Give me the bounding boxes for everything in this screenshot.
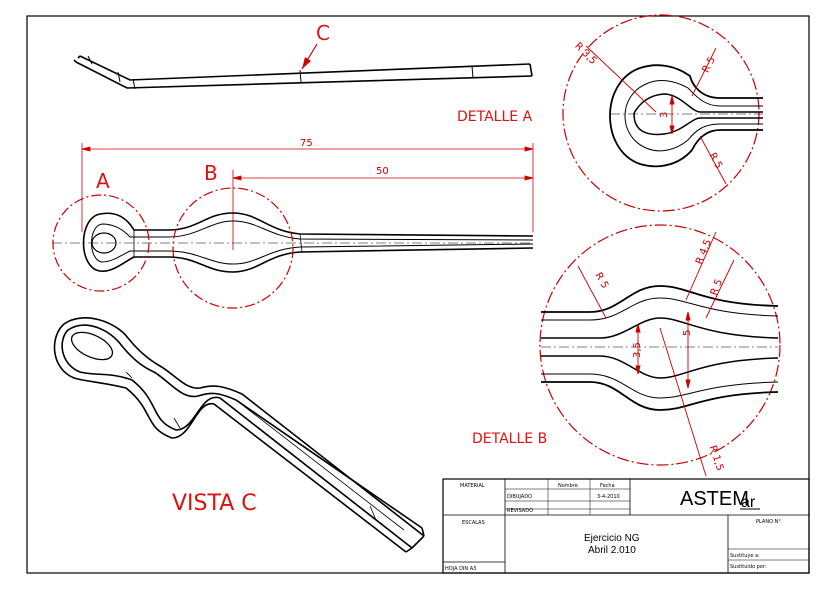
drawing-frame xyxy=(26,15,810,574)
detail-b-marker: B xyxy=(204,161,218,185)
overall-length-label: 75 xyxy=(300,138,313,149)
detail-b-h35: 3,5 xyxy=(632,342,643,358)
detail-b-r15: R 1,5 xyxy=(707,444,726,472)
side-view xyxy=(73,55,533,90)
detail-a-width: 3 xyxy=(659,112,670,118)
plan-label: PLANO N° xyxy=(756,519,781,525)
title-block xyxy=(442,478,810,574)
replaced-by-label: Sustituido por: xyxy=(730,564,767,570)
partial-dimension xyxy=(232,170,534,250)
scale-label: ESCALAS xyxy=(462,520,485,526)
detail-a-r35: R 3,5 xyxy=(572,41,598,67)
overall-dimension xyxy=(81,143,534,232)
drawing-title: Ejercicio NG xyxy=(584,533,640,544)
drawn-date: 3-4-2010 xyxy=(597,494,620,500)
replaces-label: Sustituye a: xyxy=(730,553,760,559)
drawn-label: DIBUJADO xyxy=(507,494,532,500)
front-view xyxy=(82,212,534,273)
view-c-title: VISTA C xyxy=(172,491,257,516)
partial-length-label: 50 xyxy=(376,166,389,177)
company-logo: ASTEM ar xyxy=(680,488,760,511)
detail-b-circle xyxy=(172,187,294,309)
detail-b-h5: 5 xyxy=(682,330,693,336)
drawing-date: Abril 2.010 xyxy=(588,545,636,556)
detail-b-r45: R 4,5 xyxy=(694,238,714,266)
detail-a-r5-bottom: R 5 xyxy=(707,151,724,171)
detail-a-marker: A xyxy=(96,169,110,193)
col-name: Nombre xyxy=(558,483,578,489)
col-date: Fecha xyxy=(600,483,615,489)
sheet-label: HOJA DIN A3 xyxy=(445,566,476,572)
detail-b-r5-right: R 5 xyxy=(709,278,725,297)
material-label: MATERIAL xyxy=(460,483,485,489)
detail-a-title: DETALLE A xyxy=(457,109,533,125)
detail-b: R 4,5 R 5 R 5 3,5 5 R 1,5 xyxy=(539,224,781,477)
svg-text:ar: ar xyxy=(741,494,756,511)
detail-a: R 3,5 R 5 R 5 3 xyxy=(562,14,763,212)
isometric-view xyxy=(53,317,425,553)
detail-b-r5-left: R 5 xyxy=(592,271,610,291)
detail-a-r5-top: R 5 xyxy=(701,55,718,75)
detail-a-circle xyxy=(52,194,150,292)
view-c-arrow xyxy=(301,43,318,70)
view-c-marker: C xyxy=(316,21,330,45)
svg-text:ASTEM: ASTEM xyxy=(680,488,749,510)
revised-label: REVISADO xyxy=(507,508,533,514)
detail-b-title: DETALLE B xyxy=(472,431,547,447)
